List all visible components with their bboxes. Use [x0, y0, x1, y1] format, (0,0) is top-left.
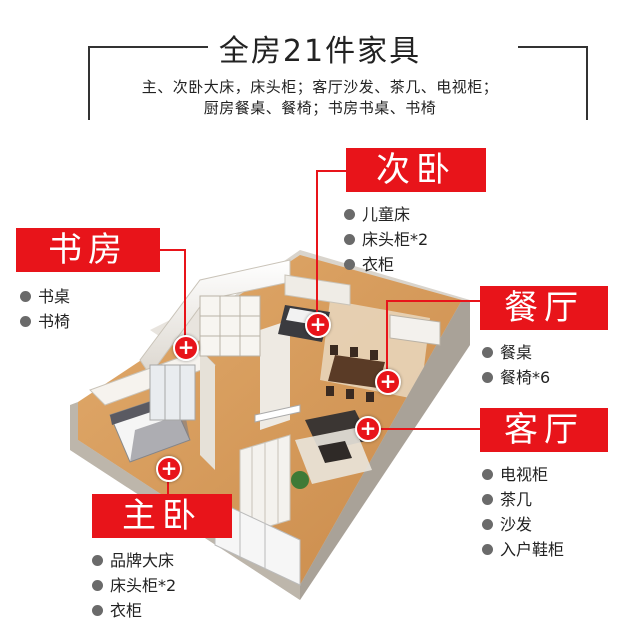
leader-living-h: [378, 428, 480, 430]
list-item: 衣柜: [92, 598, 176, 623]
leader-secondary-bedroom-h: [316, 170, 346, 172]
header-description-line-1: 主、次卧大床，床头柜；客厅沙发、茶几、电视柜；: [141, 78, 499, 96]
list-item: 书桌: [20, 284, 70, 309]
item-list-master-bedroom: 品牌大床 床头柜*2 衣柜: [92, 548, 176, 623]
plus-icon-dining[interactable]: +: [375, 369, 401, 395]
leader-dining-v: [386, 300, 388, 372]
bullet-icon: [482, 372, 493, 383]
bullet-icon: [92, 605, 103, 616]
list-item: 衣柜: [344, 252, 428, 277]
header-rule-left: [88, 46, 208, 48]
list-item: 餐椅*6: [482, 365, 550, 390]
list-item: 沙发: [482, 512, 564, 537]
leader-secondary-bedroom-v: [316, 170, 318, 318]
plus-icon-living[interactable]: +: [355, 416, 381, 442]
bullet-icon: [482, 519, 493, 530]
list-item: 床头柜*2: [92, 573, 176, 598]
wall-hall: [260, 320, 290, 430]
leader-study-v: [184, 249, 186, 341]
wall-right: [300, 300, 470, 600]
bullet-icon: [482, 347, 493, 358]
room-label-dining: 餐厅: [480, 286, 608, 330]
list-item: 餐桌: [482, 340, 550, 365]
leader-dining-h: [386, 300, 480, 302]
tv-cabinet: [254, 404, 301, 423]
list-item: 品牌大床: [92, 548, 176, 573]
plus-icon-secondary-bedroom[interactable]: +: [305, 312, 331, 338]
bullet-icon: [482, 544, 493, 555]
bullet-icon: [344, 209, 355, 220]
dining-table: [328, 355, 385, 388]
bullet-icon: [482, 494, 493, 505]
item-list-study: 书桌 书椅: [20, 284, 70, 334]
bullet-icon: [92, 580, 103, 591]
list-item: 电视柜: [482, 462, 564, 487]
room-label-master-bedroom: 主卧: [92, 494, 232, 538]
list-item: 书椅: [20, 309, 70, 334]
leader-study-h: [160, 249, 186, 251]
list-item: 床头柜*2: [344, 227, 428, 252]
list-item: 儿童床: [344, 202, 428, 227]
room-label-study: 书房: [16, 228, 160, 272]
list-item: 入户鞋柜: [482, 537, 564, 562]
plant: [291, 471, 309, 489]
plus-icon-master-bedroom[interactable]: +: [156, 456, 182, 482]
header-bracket-right: [586, 46, 588, 120]
header-description-line-2: 厨房餐桌、餐椅；书房书桌、书椅: [203, 99, 437, 117]
wall-master-side: [200, 350, 215, 470]
plus-icon-study[interactable]: +: [173, 335, 199, 361]
header-bracket-left: [88, 46, 90, 120]
study-bookcase: [199, 295, 261, 357]
item-list-dining: 餐桌 餐椅*6: [482, 340, 550, 390]
page-title: 全房21件家具: [218, 34, 422, 69]
bullet-icon: [344, 234, 355, 245]
header-rule-right: [518, 46, 588, 48]
bullet-icon: [20, 316, 31, 327]
item-list-living: 电视柜 茶几 沙发 入户鞋柜: [482, 462, 564, 562]
wardrobe-master: [149, 364, 196, 421]
coffee-table: [318, 441, 352, 463]
room-label-secondary-bedroom: 次卧: [346, 148, 486, 192]
bullet-icon: [92, 555, 103, 566]
bullet-icon: [482, 469, 493, 480]
bullet-icon: [20, 291, 31, 302]
bullet-icon: [344, 259, 355, 270]
kitchen-counter: [389, 314, 441, 346]
room-label-living: 客厅: [480, 408, 608, 452]
leader-master-bedroom-v: [167, 470, 169, 494]
list-item: 茶几: [482, 487, 564, 512]
item-list-secondary-bedroom: 儿童床 床头柜*2 衣柜: [344, 202, 428, 277]
